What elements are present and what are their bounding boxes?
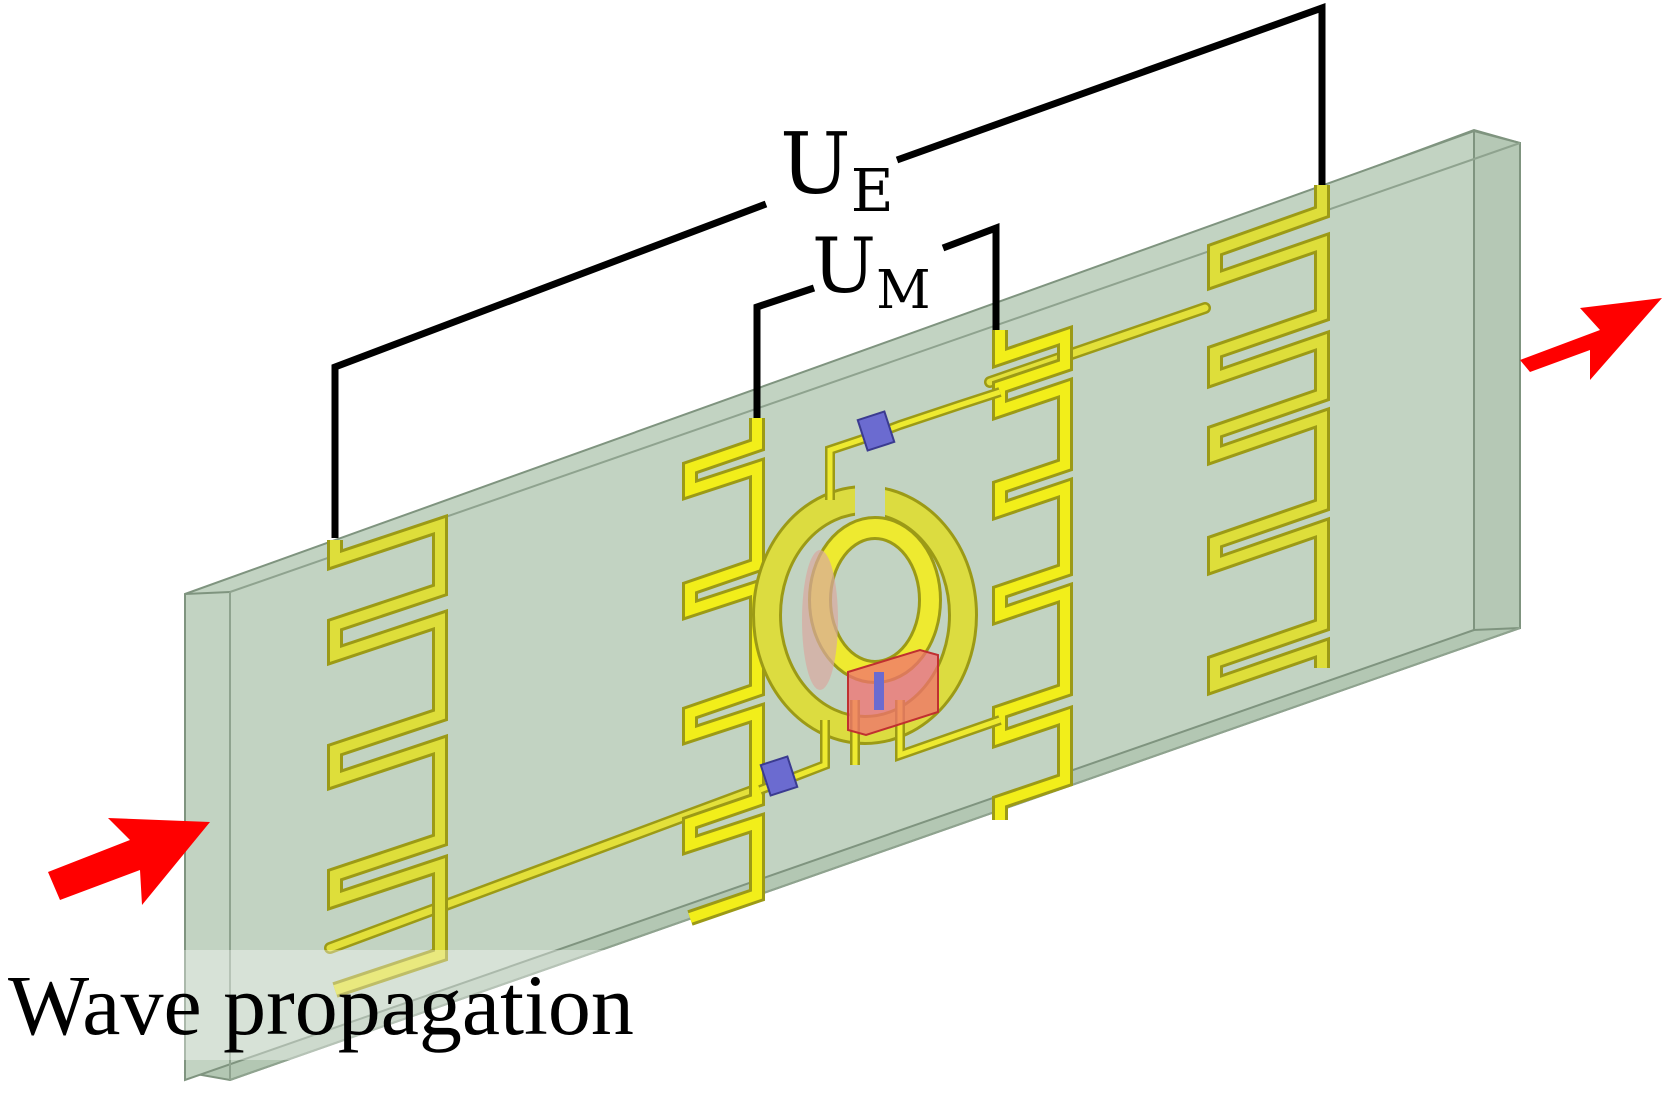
- lumped-components: [759, 410, 939, 797]
- capacitor-bottom: [759, 755, 799, 797]
- meander-lines: [327, 185, 1330, 998]
- arrow-right-icon: [48, 818, 210, 905]
- inner-ring-gap: [860, 585, 900, 613]
- substrate-top-edge: [184, 591, 231, 595]
- arrow-right-icon: [1520, 298, 1662, 380]
- caption-fade: [170, 950, 650, 1060]
- meander-line-inner-left: [682, 418, 765, 926]
- label-ue: UE: [780, 115, 894, 225]
- meander-line-outer-left: [327, 513, 448, 998]
- meander-line-inner-right: [992, 324, 1073, 820]
- transmission-lines-fill: [326, 304, 1209, 952]
- label-um: UM: [812, 221, 931, 321]
- capacitor-top: [856, 410, 896, 452]
- input-arrow: [48, 818, 210, 905]
- output-arrow: [1520, 298, 1662, 380]
- bracket-ue: [331, 3, 1326, 538]
- substrate-side-face: [1473, 129, 1521, 632]
- substrate-back-bottom-edge: [229, 627, 1521, 1081]
- meander-line-outer-right: [1207, 185, 1330, 697]
- varactor-core: [874, 672, 884, 710]
- ring-shadow: [802, 550, 838, 690]
- caption-wave-propagation: Wave propagation: [8, 957, 634, 1053]
- bracket-um: [753, 222, 1000, 418]
- varactor-box: [847, 648, 939, 737]
